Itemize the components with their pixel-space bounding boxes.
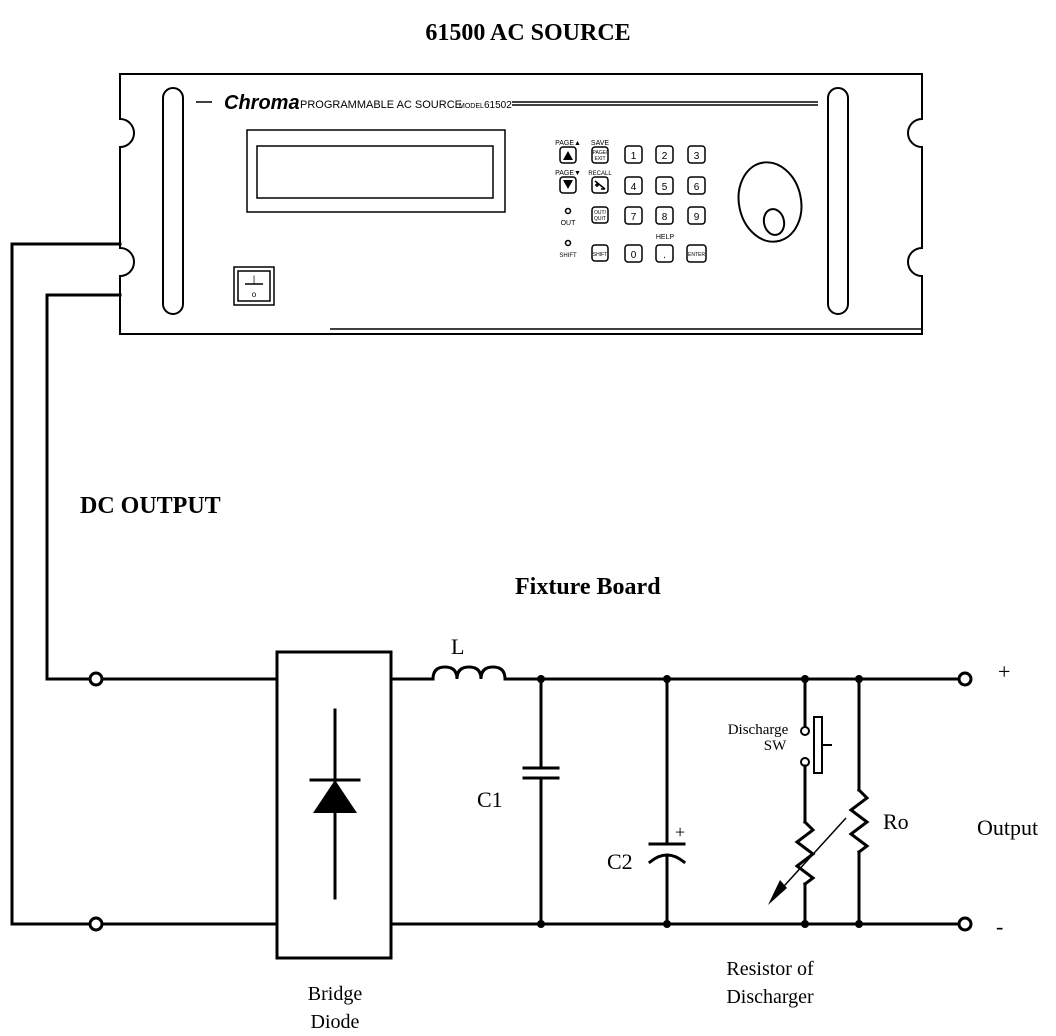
digit-key-8[interactable] [655,206,674,225]
shift-led-label: SHIFT [559,253,577,259]
digit-key-3[interactable] [687,145,706,164]
brand-logo: Chroma [224,92,300,114]
power-off-mark: o [252,290,257,299]
dot-key-label: . [663,250,666,261]
digit-key-6-label: 6 [694,182,700,193]
input-terminal-bottom [88,916,104,932]
dc-output-label: DC OUTPUT [80,493,221,519]
ro-resistor [848,787,870,855]
page-exit-label-2: EXIT [594,156,605,162]
digit-key-7-label: 7 [631,212,637,223]
enter-key-label: ENTER [688,252,705,258]
diode-icon [313,780,357,813]
knob-grip [762,208,786,236]
digit-key-0[interactable] [624,244,643,263]
digit-key-4-label: 4 [631,182,637,193]
digit-key-0-label: 0 [631,250,637,261]
inductor-coil [431,665,507,681]
plus-minus-icon [594,180,606,190]
c2-polarity-label: + [675,822,685,842]
c2-label: C2 [607,849,633,874]
bridge-diode-label-1: Bridge [308,983,363,1005]
instrument-name: PROGRAMMABLE AC SOURCE [300,99,462,111]
output-label: Output [977,815,1038,840]
digit-key-4[interactable] [624,176,643,195]
left-handle [162,87,184,315]
out-quit-label-2: QUIT [594,216,606,222]
output-terminal-minus [957,916,973,932]
resistor-of-discharger-label-1: Resistor of [726,958,814,980]
power-switch[interactable] [233,266,275,306]
digit-key-8-label: 8 [662,212,668,223]
model-number: 61502 [484,100,512,111]
page-exit-key[interactable] [591,146,609,164]
discharge-sw-label-2: SW [764,738,787,754]
right-handle [827,87,849,315]
fixture-board-circuit [88,650,973,960]
discharge-sw-label-1: Discharge [728,722,789,738]
digit-key-9[interactable] [687,206,706,225]
digit-key-5-label: 5 [662,182,668,193]
rotary-knob[interactable] [731,156,808,247]
digit-key-1[interactable] [624,145,643,164]
page-up-label: PAGE▲ [555,140,581,147]
discharge-resistor [794,819,816,887]
shift-key-label: SHIFT [593,252,607,258]
c1-label: C1 [477,787,503,812]
digit-key-5[interactable] [655,176,674,195]
dot-key[interactable] [655,244,674,263]
digit-key-1-label: 1 [631,151,637,162]
resistor-of-discharger-label-2: Discharger [726,986,814,1008]
digit-key-7[interactable] [624,206,643,225]
inductor-label: L [451,634,464,659]
out-led-label: OUT [561,220,577,227]
out-led [564,207,572,215]
bridge-diode-label-2: Diode [311,1011,360,1033]
plus-terminal-label: + [998,659,1010,684]
save-label: SAVE [591,140,609,147]
out-quit-key[interactable] [591,206,609,224]
digit-key-9-label: 9 [694,212,700,223]
page-down-label: PAGE▼ [555,170,581,177]
ac-source-instrument: Chroma PROGRAMMABLE AC SOURCE MODEL 6150… [119,73,923,335]
bridge-diode-box [275,650,393,960]
minus-terminal-label: - [996,914,1003,939]
up-arrow-icon [563,151,573,160]
input-terminal-top [88,671,104,687]
help-label: HELP [656,234,675,241]
dc-output-wires [10,242,122,926]
fixture-board-label: Fixture Board [515,574,661,600]
digit-key-2-label: 2 [662,151,668,162]
enter-key[interactable] [686,244,707,263]
out-quit-label-1: OUT/ [594,210,607,216]
digit-key-6[interactable] [687,176,706,195]
digit-key-3-label: 3 [694,151,700,162]
ro-label: Ro [883,809,909,834]
instrument-rack-panel [119,73,923,335]
discharge-switch [813,716,823,774]
down-arrow-icon [563,180,573,189]
pointer-arrow-icon [768,880,787,905]
digit-key-2[interactable] [655,145,674,164]
diagram-title: 61500 AC SOURCE [425,20,630,46]
lcd-display [246,129,506,213]
output-terminal-plus [957,671,973,687]
power-on-mark: | [253,274,255,284]
shift-led [564,239,572,247]
page-exit-label-1: PAGE/ [593,150,609,156]
model-prefix: MODEL [459,103,484,110]
recall-label: RECALL [588,171,612,177]
shift-key[interactable] [591,244,609,262]
